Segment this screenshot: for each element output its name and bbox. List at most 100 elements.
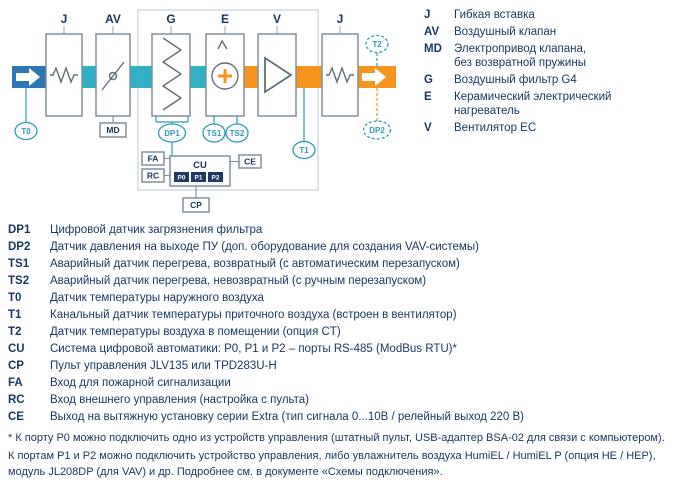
port-p2: [208, 172, 223, 182]
damper-icon: [101, 61, 125, 91]
svg-text:P1: P1: [195, 175, 203, 182]
legend-key: AV: [424, 26, 440, 38]
svg-text:CP: CP: [190, 200, 202, 210]
legend-key: CP: [8, 360, 24, 372]
legend-row: E Керамический электрический нагреватель: [424, 90, 688, 118]
flex-insert-icon: [326, 65, 354, 85]
sensor-t1: [292, 140, 316, 160]
legend-row: T1 Канальный датчик температуры приточно…: [8, 307, 688, 324]
svg-text:TS1: TS1: [207, 129, 222, 138]
thermal-cutout-icon: [217, 39, 228, 50]
legend-text: Вход внешнего управления (настройка с пу…: [50, 394, 310, 406]
legend-key: MD: [424, 43, 442, 55]
legend-row: CP Пульт управления JLV135 или TPD283U-H: [8, 358, 688, 375]
label-md: MD: [106, 125, 119, 135]
legend-text: Электропривод клапана, без возвратной пр…: [454, 43, 587, 69]
legend-key: TS2: [8, 275, 30, 287]
component-heater: [205, 33, 245, 124]
flex-insert-icon: [50, 65, 78, 85]
component-flexible-insert-1: [45, 33, 83, 117]
fan-icon: [264, 56, 293, 94]
legend-row: RC Вход внешнего управления (настройка с…: [8, 392, 688, 409]
sensor-t2: [365, 34, 389, 54]
svg-text:RC: RC: [147, 171, 159, 181]
duct: [12, 66, 396, 88]
cp-box: [182, 197, 210, 213]
legend-key: T2: [8, 326, 22, 338]
legend-text: Вентилятор EC: [454, 122, 537, 134]
component-labels: J AV G E V J: [61, 12, 343, 34]
legend-row: T2 Датчик температуры воздуха в помещени…: [8, 324, 688, 341]
heater-icon: [211, 62, 239, 90]
component-air-valve: MD: [95, 33, 131, 138]
legend-key: DP2: [8, 241, 31, 253]
footnote: * К порту P0 можно подключить одно из ус…: [8, 430, 680, 482]
legend-text: Выход на вытяжную установку серии Extra …: [50, 411, 525, 423]
component-fan: [257, 33, 297, 117]
sensor-ts2: [225, 123, 249, 143]
sensor-t0: [14, 121, 38, 141]
md-actuator-box: [99, 122, 127, 138]
component-filter: [151, 33, 191, 124]
unit-schematic: J AV G E V J: [6, 4, 422, 220]
legend-row: TS2 Аварийный датчик перегрева, невозвра…: [8, 273, 688, 290]
legend-text: Датчик температуры наружного воздуха: [50, 292, 264, 304]
control-unit: CU P0 P1 P2 FA RC CE CP: [141, 151, 262, 213]
legend-key: T0: [8, 292, 22, 304]
svg-text:T2: T2: [372, 40, 382, 49]
sensor-dp2: [362, 120, 392, 140]
svg-text:CU: CU: [193, 160, 207, 171]
legend-row: DP1 Цифровой датчик загрязнения фильтра: [8, 222, 688, 239]
component-legend: J Гибкая вставка AV Воздушный клапан MD …: [424, 8, 688, 138]
schematic-svg: J AV G E V J: [12, 9, 396, 213]
legend-key: V: [424, 122, 432, 134]
legend-text: Воздушный фильтр G4: [454, 74, 577, 86]
legend-key: FA: [8, 377, 23, 389]
fa-box: [141, 151, 165, 166]
label-j1: J: [61, 12, 68, 26]
legend-text: Гибкая вставка: [454, 9, 535, 21]
legend-text: Система цифровой автоматики: P0, P1 и P2…: [50, 343, 457, 355]
legend-row: V Вентилятор EC: [424, 121, 688, 135]
legend-key: DP1: [8, 224, 31, 236]
ce-box: [238, 154, 262, 169]
filter-icon: [161, 37, 183, 111]
svg-text:P0: P0: [178, 175, 186, 182]
legend-key: T1: [8, 309, 22, 321]
svg-text:T0: T0: [21, 127, 31, 136]
legend-text: Аварийный датчик перегрева, невозвратный…: [50, 275, 427, 287]
legend-text: Вход для пожарной сигнализации: [50, 377, 231, 389]
port-p0: [174, 172, 189, 182]
legend-row: T0 Датчик температуры наружного воздуха: [8, 290, 688, 307]
legend-text: Канальный датчик температуры приточного …: [50, 309, 457, 321]
legend-key: E: [424, 91, 432, 103]
legend-text: Датчик давления на выходе ПУ (доп. обору…: [50, 241, 479, 253]
sensors: T0 DP1 TS1 TS2 T1 T2 DP2: [14, 34, 392, 160]
legend-key: TS1: [8, 258, 30, 270]
legend-text: Пульт управления JLV135 или TPD283U-H: [50, 360, 277, 372]
legend-key: RC: [8, 394, 25, 406]
legend-key: CE: [8, 411, 24, 423]
svg-text:T1: T1: [299, 146, 309, 155]
sensor-ts1: [202, 123, 226, 143]
svg-text:TS2: TS2: [230, 129, 245, 138]
rc-box: [141, 168, 165, 183]
legend-key: G: [424, 74, 433, 86]
svg-text:DP1: DP1: [164, 129, 180, 138]
legend-text: Воздушный клапан: [454, 26, 557, 38]
component-flexible-insert-2: [321, 33, 359, 117]
inlet-arrow-icon: [16, 68, 40, 86]
legend-row: CE Выход на вытяжную установку серии Ext…: [8, 409, 688, 426]
legend-key: J: [424, 9, 431, 21]
legend-key: CU: [8, 343, 25, 355]
legend-text: Цифровой датчик загрязнения фильтра: [50, 224, 263, 236]
legend-row: FA Вход для пожарной сигнализации: [8, 375, 688, 392]
footnote-paragraph-2: К портам P1 и P2 можно подключить устрой…: [8, 450, 656, 478]
legend-row: G Воздушный фильтр G4: [424, 73, 688, 87]
group-frame: [137, 9, 319, 191]
svg-text:DP2: DP2: [369, 126, 385, 135]
svg-text:FA: FA: [148, 154, 159, 164]
port-p1: [191, 172, 206, 182]
legend-row: DP2 Датчик давления на выходе ПУ (доп. о…: [8, 239, 688, 256]
legend-text: Датчик температуры воздуха в помещении (…: [50, 326, 341, 338]
